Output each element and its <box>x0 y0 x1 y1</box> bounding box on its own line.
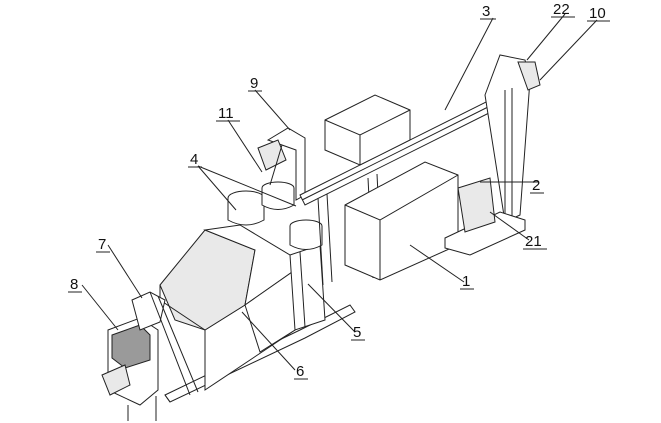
label-underlines <box>68 16 610 380</box>
callout-11: 11 <box>218 105 234 122</box>
elevator-9 <box>257 127 306 201</box>
callout-10: 10 <box>589 5 606 22</box>
callout-2: 2 <box>532 177 540 194</box>
callout-22: 22 <box>553 1 570 18</box>
callout-3: 3 <box>482 3 490 20</box>
leader-lines <box>81 13 598 371</box>
callout-5: 5 <box>353 324 361 341</box>
callout-6: 6 <box>296 363 304 380</box>
callout-21: 21 <box>525 233 542 250</box>
cabinet-1 <box>344 161 459 281</box>
callout-1: 1 <box>462 273 470 290</box>
elevator-22 <box>484 54 541 223</box>
callout-7: 7 <box>98 236 106 253</box>
callout-4: 4 <box>190 151 198 168</box>
column-5 <box>289 244 326 331</box>
callout-9: 9 <box>250 75 258 92</box>
housing-6 <box>159 224 296 391</box>
callout-8: 8 <box>70 276 78 293</box>
upper-box <box>324 94 411 166</box>
feeder-7-8 <box>101 291 199 421</box>
